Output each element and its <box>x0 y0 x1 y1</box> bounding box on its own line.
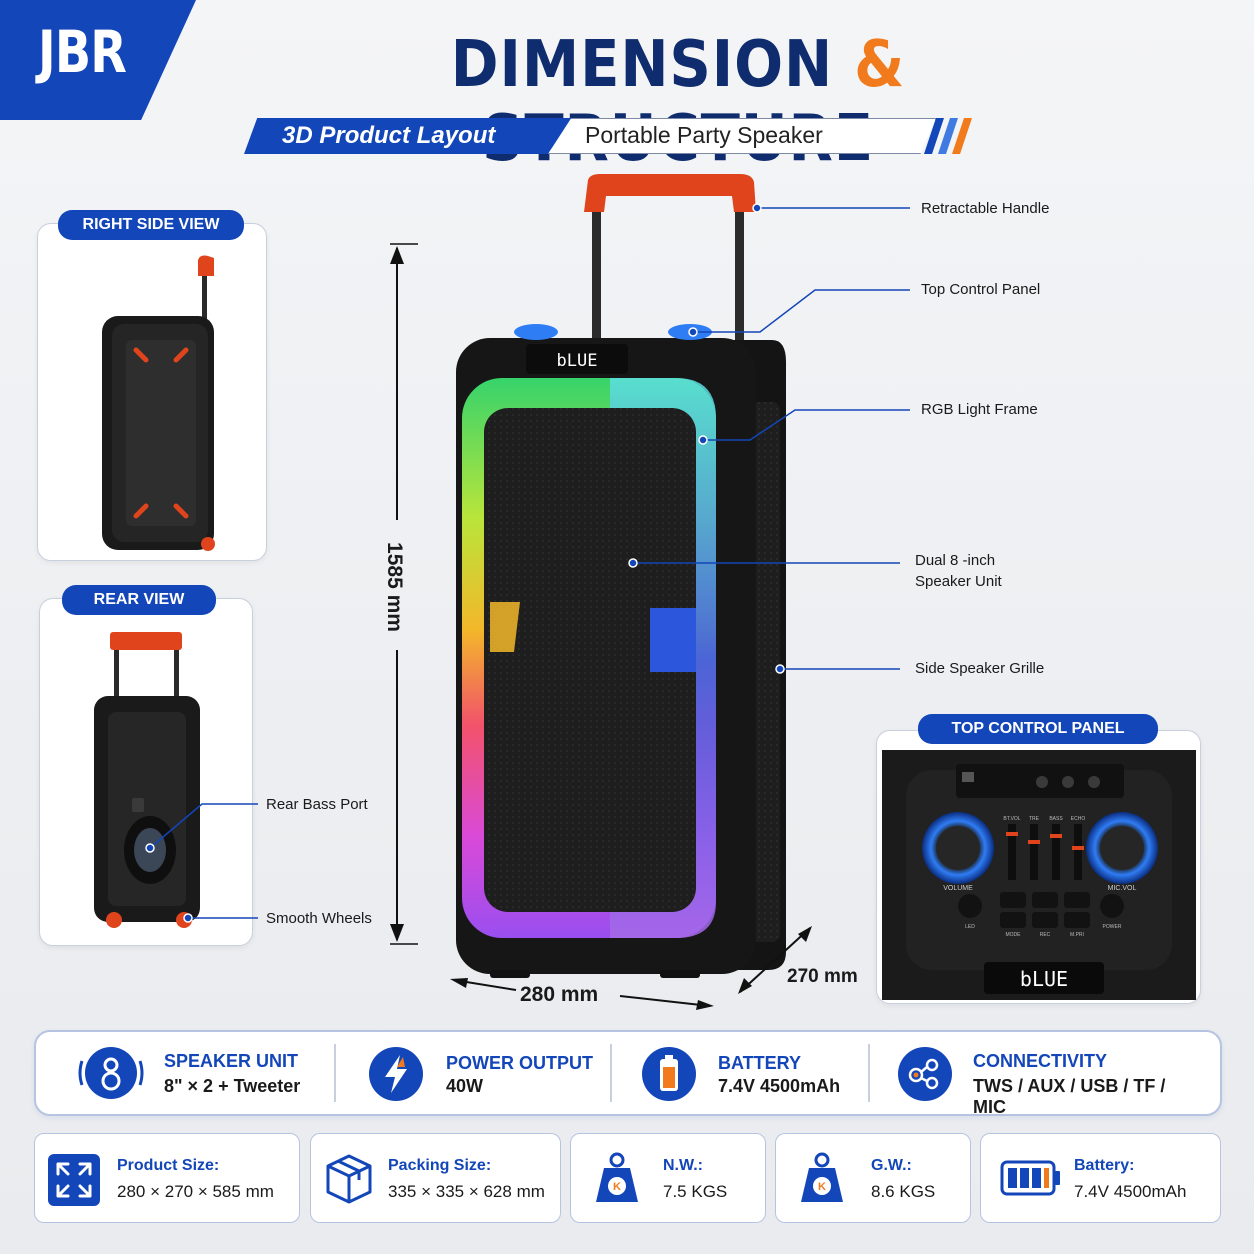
panel-display-text: bLUE <box>1020 967 1068 991</box>
spec-speaker-title: SPEAKER UNIT <box>164 1051 299 1071</box>
spec-bar <box>34 1030 1222 1116</box>
ribbon-stripes-icon <box>924 118 972 154</box>
ribbon-left-bg <box>244 118 574 154</box>
knob-label-volume: VOLUME <box>943 885 973 892</box>
weight-icon: K <box>596 1152 638 1202</box>
spec-power-value: 40W <box>446 1076 484 1096</box>
battery-card-title: Battery: <box>1074 1157 1135 1174</box>
packing-size-value: 335 × 335 × 628 mm <box>388 1182 545 1201</box>
spec-power-title: POWER OUTPUT <box>446 1053 593 1073</box>
callout-retractable-handle: Retractable Handle <box>921 200 1050 217</box>
top-control-panel-label: TOP CONTROL PANEL <box>918 714 1158 744</box>
packing-size-card <box>310 1133 561 1223</box>
main-display-text: bLUE <box>557 351 598 371</box>
net-weight-title: N.W.: <box>663 1157 703 1174</box>
svg-text:MODE: MODE <box>1006 932 1022 938</box>
svg-text:TRE: TRE <box>1029 816 1040 822</box>
callout-dual-speaker-line1: Dual 8 -inch <box>915 552 996 569</box>
callout-side-grille: Side Speaker Grille <box>915 660 1045 677</box>
callout-dual-speaker-line2: Speaker Unit <box>915 573 1002 590</box>
svg-text:M.PRI: M.PRI <box>1070 932 1084 938</box>
callout-top-control-panel: Top Control Panel <box>921 281 1041 298</box>
spec-divider <box>610 1044 612 1102</box>
svg-text:K: K <box>818 1181 826 1193</box>
width-depth-dimension-lines <box>450 926 812 1010</box>
title-ampersand: & <box>854 28 906 102</box>
svg-text:ECHO: ECHO <box>1071 816 1086 822</box>
page-title: DIMENSION & STRUCTURE <box>273 28 1083 176</box>
ribbon-left-label: 3D Product Layout <box>282 122 496 149</box>
weight-icon: K <box>801 1152 843 1202</box>
speaker-icon <box>78 1047 144 1099</box>
height-dimension-label: 1585 mm <box>383 542 406 632</box>
lightning-icon <box>369 1047 423 1101</box>
net-weight-value: 7.5 KGS <box>663 1182 728 1201</box>
main-speaker-image: bLUE <box>456 174 786 978</box>
depth-dimension-label: 270 mm <box>787 966 858 987</box>
rear-view-label: REAR VIEW <box>62 585 216 615</box>
spec-battery-value: 7.4V 4500mAh <box>718 1076 841 1096</box>
spec-connectivity-title: CONNECTIVITY <box>973 1051 1108 1071</box>
title-part-1: DIMENSION <box>450 28 834 102</box>
svg-text:BT.VOL: BT.VOL <box>1003 816 1020 822</box>
knob-label-mic-vol: MIC.VOL <box>1108 885 1137 892</box>
svg-text:LED: LED <box>965 924 975 930</box>
right-side-speaker-image <box>102 255 215 551</box>
top-control-panel-image: VOLUME MIC.VOL BT.VOL TRE BASS ECHO LED … <box>882 750 1196 1000</box>
spec-battery-title: BATTERY <box>718 1053 801 1073</box>
spec-divider <box>334 1044 336 1102</box>
product-size-value: 280 × 270 × 585 mm <box>117 1182 274 1201</box>
callout-dual-speaker: Dual 8 -inch Speaker Unit <box>915 550 1115 592</box>
battery-full-icon <box>1000 1160 1060 1196</box>
callout-rgb-light-frame: RGB Light Frame <box>921 401 1038 418</box>
rear-bass-port-callout: Rear Bass Port <box>266 796 368 813</box>
product-size-title: Product Size: <box>117 1157 220 1174</box>
spec-connectivity-value: TWS / AUX / USB / TF / MIC <box>973 1076 1166 1117</box>
height-dimension-line <box>390 243 418 945</box>
battery-icon <box>642 1047 696 1101</box>
spec-speaker-value: 8" × 2 + Tweeter <box>164 1076 301 1096</box>
ribbon-right-label: Portable Party Speaker <box>585 122 823 148</box>
box-icon <box>326 1154 372 1204</box>
rear-callout-lines <box>145 803 258 923</box>
svg-text:POWER: POWER <box>1103 924 1122 930</box>
gross-weight-value: 8.6 KGS <box>871 1182 936 1201</box>
gross-weight-title: G.W.: <box>871 1157 912 1174</box>
packing-size-title: Packing Size: <box>388 1157 492 1174</box>
brand-logo: JBR <box>38 18 127 86</box>
svg-text:K: K <box>613 1181 621 1193</box>
expand-icon <box>48 1154 100 1206</box>
svg-text:BASS: BASS <box>1049 816 1063 822</box>
width-dimension-label: 280 mm <box>520 983 599 1006</box>
battery-card-value: 7.4V 4500mAh <box>1074 1182 1187 1201</box>
right-side-view-label: RIGHT SIDE VIEW <box>58 210 244 240</box>
share-icon <box>898 1047 952 1101</box>
smooth-wheels-callout: Smooth Wheels <box>266 910 372 927</box>
spec-divider <box>868 1044 870 1102</box>
svg-text:REC: REC <box>1040 932 1051 938</box>
main-callout-lines <box>628 203 910 674</box>
